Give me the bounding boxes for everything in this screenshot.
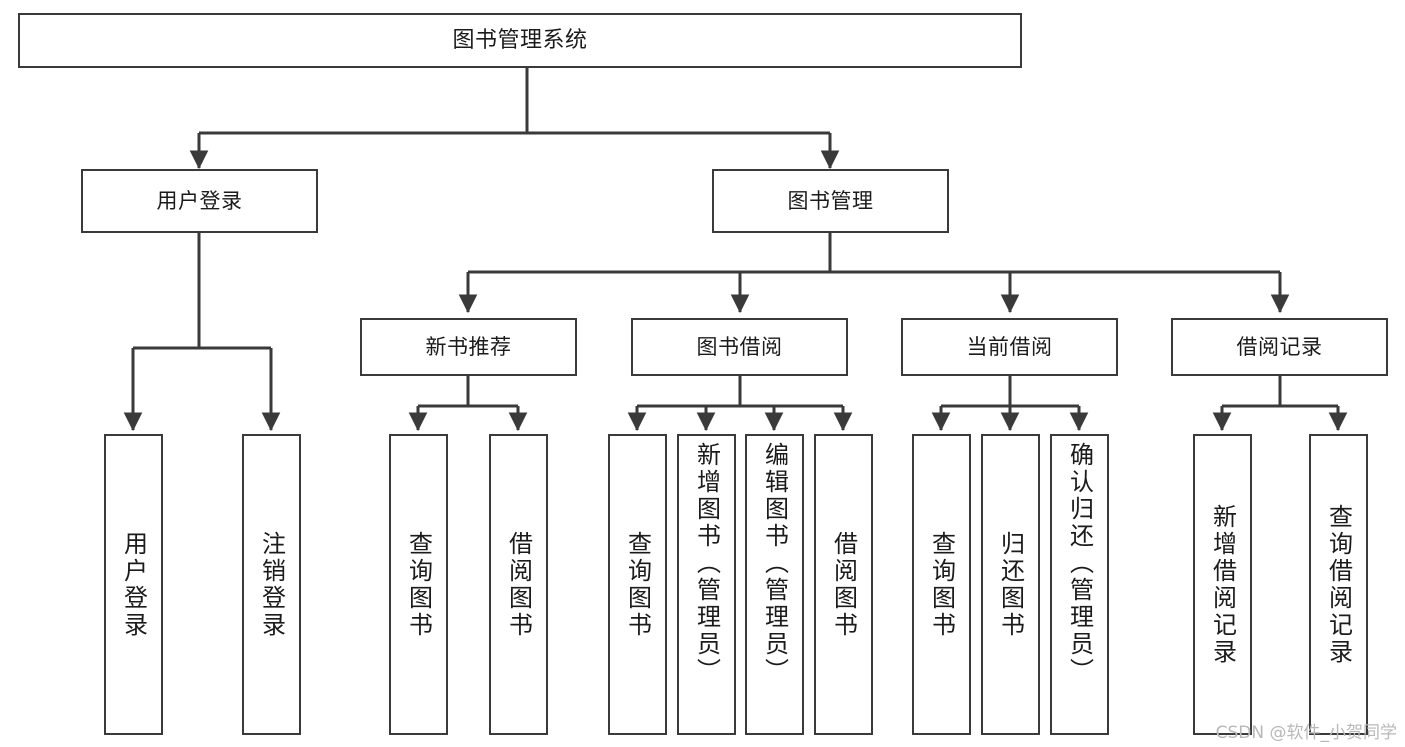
node-current-borrow[interactable]: 当前借阅 — [901, 318, 1118, 376]
leaf-confirm-return[interactable]: 确认归还（管理员） — [1050, 434, 1109, 735]
watermark: CSDN @软件_小贺同学 — [1215, 723, 1397, 743]
leaf-query-book-1-label: 查询图书 — [404, 530, 433, 639]
leaf-query-record-label: 查询借阅记录 — [1324, 503, 1353, 666]
leaf-query-book-2-label: 查询图书 — [623, 530, 652, 639]
leaf-add-book-label: 新增图书（管理员） — [692, 442, 721, 685]
node-user-login[interactable]: 用户登录 — [81, 169, 318, 233]
leaf-add-record-label: 新增借阅记录 — [1208, 503, 1237, 666]
leaf-user-login-label: 用户登录 — [119, 530, 148, 639]
leaf-query-book-3[interactable]: 查询图书 — [912, 434, 971, 735]
leaf-borrow-book-1-label: 借阅图书 — [504, 530, 533, 639]
leaf-borrow-book-2-label: 借阅图书 — [829, 530, 858, 639]
node-user-login-label: 用户登录 — [156, 188, 243, 213]
leaf-edit-book[interactable]: 编辑图书（管理员） — [745, 434, 804, 735]
node-new-book-recommend[interactable]: 新书推荐 — [360, 318, 577, 376]
leaf-add-book[interactable]: 新增图书（管理员） — [677, 434, 736, 735]
leaf-query-record[interactable]: 查询借阅记录 — [1309, 434, 1368, 735]
leaf-edit-book-label: 编辑图书（管理员） — [760, 442, 789, 685]
leaf-logout[interactable]: 注销登录 — [242, 434, 301, 735]
leaf-query-book-3-label: 查询图书 — [927, 530, 956, 639]
leaf-return-book-label: 归还图书 — [996, 530, 1025, 639]
node-current-borrow-label: 当前借阅 — [966, 334, 1053, 359]
leaf-query-book-2[interactable]: 查询图书 — [608, 434, 667, 735]
node-new-book-recommend-label: 新书推荐 — [425, 334, 512, 359]
leaf-logout-label: 注销登录 — [257, 530, 286, 639]
leaf-add-record[interactable]: 新增借阅记录 — [1193, 434, 1252, 735]
node-root-label: 图书管理系统 — [452, 27, 588, 53]
node-book-borrow[interactable]: 图书借阅 — [631, 318, 848, 376]
leaf-borrow-book-1[interactable]: 借阅图书 — [489, 434, 548, 735]
leaf-user-login[interactable]: 用户登录 — [104, 434, 163, 735]
node-root[interactable]: 图书管理系统 — [18, 13, 1022, 68]
leaf-query-book-1[interactable]: 查询图书 — [389, 434, 448, 735]
node-book-management[interactable]: 图书管理 — [712, 169, 949, 233]
node-borrow-record[interactable]: 借阅记录 — [1171, 318, 1388, 376]
leaf-confirm-return-label: 确认归还（管理员） — [1065, 442, 1094, 685]
node-book-management-label: 图书管理 — [787, 188, 874, 213]
node-borrow-record-label: 借阅记录 — [1236, 334, 1323, 359]
leaf-borrow-book-2[interactable]: 借阅图书 — [814, 434, 873, 735]
leaf-return-book[interactable]: 归还图书 — [981, 434, 1040, 735]
node-book-borrow-label: 图书借阅 — [696, 334, 783, 359]
